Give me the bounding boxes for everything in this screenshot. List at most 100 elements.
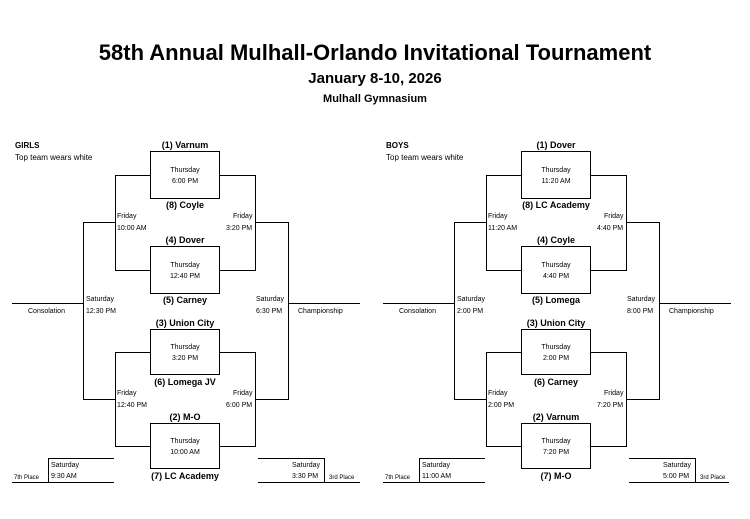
game-day: Saturday [457, 296, 486, 303]
tournament-dates: January 8-10, 2026 [308, 70, 442, 87]
bracket-line [454, 399, 486, 400]
bracket-line [255, 175, 256, 271]
game-day: Friday [488, 213, 508, 220]
bracket-line [48, 458, 114, 459]
game-day: Thursday [170, 344, 200, 351]
bracket-line [695, 458, 696, 482]
team-name: (4) Dover [165, 235, 205, 245]
game-day: Thursday [541, 344, 571, 351]
tournament-venue: Mulhall Gymnasium [323, 93, 427, 105]
bracket-line [383, 482, 485, 483]
game-time: 6:00 PM [226, 402, 253, 409]
game-time: 8:00 PM [627, 308, 654, 315]
bracket-line [629, 482, 729, 483]
game-day: Saturday [422, 462, 451, 469]
game-day: Friday [604, 213, 624, 220]
team-name: (2) M-O [169, 412, 201, 422]
bracket-line [659, 303, 731, 304]
game-time: 12:30 PM [86, 308, 116, 315]
game-time: 7:20 PM [597, 402, 624, 409]
bracket-line [629, 458, 695, 459]
bracket-line [258, 458, 324, 459]
game-box: Thursday 3:20 PM [150, 329, 220, 375]
team-name: (3) Union City [526, 318, 586, 328]
bracket-note: Top team wears white [386, 153, 464, 162]
game-time: 2:00 PM [542, 355, 570, 362]
game-box: Thursday 6:00 PM [150, 151, 220, 199]
bracket-label: GIRLS [15, 141, 40, 150]
game-day: Thursday [170, 262, 200, 269]
team-name: (4) Coyle [536, 235, 575, 245]
game-day: Thursday [541, 438, 571, 445]
team-name: (8) Coyle [165, 200, 204, 210]
bracket-line [115, 446, 150, 447]
game-time: 11:20 AM [488, 225, 518, 232]
bracket-note: Top team wears white [15, 153, 93, 162]
game-box: Thursday 10:00 AM [150, 423, 220, 469]
game-day: Saturday [256, 296, 285, 303]
team-name: (6) Lomega JV [154, 377, 216, 387]
team-name: (6) Carney [533, 377, 578, 387]
bracket-line [486, 352, 521, 353]
bracket-label: BOYS [386, 141, 409, 150]
team-name: (2) Varnum [532, 412, 580, 422]
bracket-line [288, 303, 360, 304]
game-time: 2:00 PM [488, 402, 515, 409]
game-day: Friday [233, 213, 253, 220]
third-place-label: 3rd Place [700, 475, 726, 481]
team-name: (5) Carney [162, 295, 207, 305]
bracket-line [115, 352, 116, 447]
bracket-line [220, 352, 255, 353]
game-day: Friday [233, 390, 253, 397]
team-name: (1) Varnum [161, 140, 209, 150]
consolation-label: Consolation [28, 308, 65, 315]
bracket-line [454, 222, 455, 400]
seventh-place-label: 7th Place [14, 475, 40, 481]
bracket-line [486, 175, 521, 176]
game-box: Thursday 11:20 AM [521, 151, 591, 199]
bracket-line [48, 458, 49, 482]
game-box: Thursday 4:40 PM [521, 246, 591, 294]
game-time: 12:40 PM [117, 402, 147, 409]
game-time: 6:30 PM [256, 308, 283, 315]
game-day: Thursday [170, 438, 200, 445]
bracket-line [626, 399, 659, 400]
seventh-place-label: 7th Place [385, 475, 411, 481]
bracket-line [659, 222, 660, 400]
championship-label: Championship [298, 308, 343, 315]
game-time: 11:20 AM [541, 178, 571, 185]
bracket-line [115, 175, 116, 271]
bracket-line [83, 399, 115, 400]
game-time: 3:30 PM [292, 473, 319, 480]
game-box: Thursday 2:00 PM [521, 329, 591, 375]
bracket-line [591, 446, 626, 447]
game-day: Saturday [86, 296, 115, 303]
game-day: Saturday [292, 462, 321, 469]
bracket-line [220, 270, 255, 271]
bracket-line [255, 222, 288, 223]
bracket-line [454, 222, 486, 223]
game-time: 9:30 AM [51, 473, 77, 480]
bracket-line [324, 458, 325, 482]
bracket-line [626, 175, 627, 271]
game-day: Friday [604, 390, 624, 397]
tournament-title: 58th Annual Mulhall-Orlando Invitational… [98, 40, 652, 65]
game-day: Thursday [541, 167, 571, 174]
bracket-line [115, 352, 150, 353]
game-box: Thursday 12:40 PM [150, 246, 220, 294]
bracket-line [255, 399, 288, 400]
bracket-line [12, 303, 83, 304]
bracket-line [591, 352, 626, 353]
game-day: Friday [117, 213, 137, 220]
game-time: 3:20 PM [226, 225, 253, 232]
game-box: Thursday 7:20 PM [521, 423, 591, 469]
bracket-line [288, 222, 289, 400]
game-day: Saturday [51, 462, 80, 469]
game-time: 11:00 AM [422, 473, 452, 480]
bracket-line [486, 270, 521, 271]
bracket-line [83, 222, 115, 223]
game-time: 4:40 PM [597, 225, 624, 232]
consolation-label: Consolation [399, 308, 436, 315]
boys-bracket: BOYS Top team wears white Thursday 11:20… [371, 0, 746, 519]
bracket-line [220, 446, 255, 447]
